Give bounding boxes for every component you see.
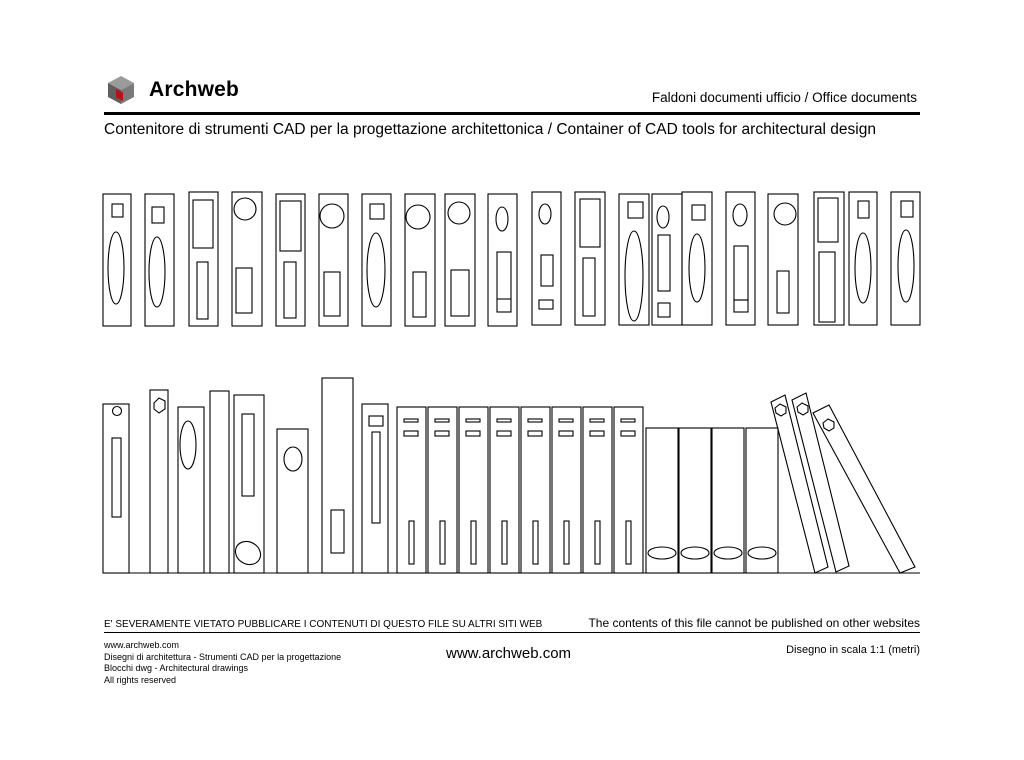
binder-spine	[890, 191, 921, 326]
shelf-binder	[361, 403, 389, 574]
lever-arch-binder	[520, 406, 551, 574]
archive-box	[645, 427, 679, 574]
credits-line: Blocchi dwg - Architectural drawings	[104, 663, 249, 673]
copyright-warning-english: The contents of this file cannot be publ…	[588, 616, 920, 630]
binder-spine	[318, 193, 349, 327]
archive-box	[745, 427, 779, 574]
shelf-binder	[149, 389, 169, 574]
archive-box	[678, 427, 712, 574]
binder-spines-row	[102, 191, 921, 327]
credits-block: www.archweb.com Disegni di architettura …	[104, 640, 341, 686]
header-rule	[104, 112, 920, 115]
lever-arch-binder	[489, 406, 520, 574]
drawing-scale: Disegno in scala 1:1 (metri)	[786, 644, 920, 656]
binder-spine	[848, 191, 878, 326]
lever-arch-binder	[396, 406, 427, 574]
binder-spine	[404, 193, 436, 327]
shelf-binder	[276, 428, 309, 574]
logo-cube-right	[121, 83, 134, 104]
shelf-binder	[209, 390, 230, 574]
lever-arch-binder	[427, 406, 458, 574]
binder-spine	[231, 191, 263, 327]
lever-arch-binder	[582, 406, 613, 574]
shelf-binder	[321, 377, 354, 574]
binder-spine	[618, 193, 650, 326]
binder-spine	[444, 193, 476, 327]
archweb-logo-cube-icon	[108, 76, 134, 104]
binder-spine	[813, 191, 845, 326]
footer-rule	[104, 632, 920, 633]
leaning-binder	[812, 404, 916, 574]
archive-box	[711, 427, 745, 574]
lever-arch-binder	[458, 406, 489, 574]
binder-spine	[188, 191, 219, 327]
logo-cube-left	[108, 83, 121, 104]
document-title: Faldoni documenti ufficio / Office docum…	[651, 90, 917, 105]
binder-spine	[531, 191, 562, 326]
binders-on-shelf-row	[102, 377, 920, 574]
credits-line: All rights reserved	[104, 674, 177, 685]
binder-spine	[574, 191, 606, 326]
brand-name: Archweb	[149, 78, 240, 101]
lever-arch-binder	[551, 406, 582, 574]
binder-spine	[767, 193, 799, 326]
copyright-warning-italian: E' SEVERAMENTE VIETATO PUBBLICARE I CONT…	[104, 619, 543, 630]
binder-spine	[487, 193, 518, 327]
binder-spine	[725, 191, 756, 326]
binder-spine	[361, 193, 392, 327]
binder-spine	[651, 193, 683, 326]
credits-line: Disegni di architettura - Strumenti CAD …	[104, 651, 342, 662]
shelf-binder	[233, 394, 265, 574]
page-subtitle: Contenitore di strumenti CAD per la prog…	[104, 121, 876, 138]
website-url: www.archweb.com	[446, 645, 572, 662]
leaning-binder	[770, 394, 829, 574]
credits-line: www.archweb.com	[104, 640, 180, 650]
binder-spine	[144, 193, 175, 327]
leaning-binder	[791, 392, 850, 573]
lever-arch-binder	[613, 406, 644, 574]
binder-spine	[681, 191, 713, 326]
logo-cube-red-face	[116, 89, 123, 101]
binder-spine	[102, 193, 132, 327]
binder-spine	[275, 193, 306, 327]
shelf-binder	[102, 403, 130, 574]
shelf-binder	[177, 406, 205, 574]
